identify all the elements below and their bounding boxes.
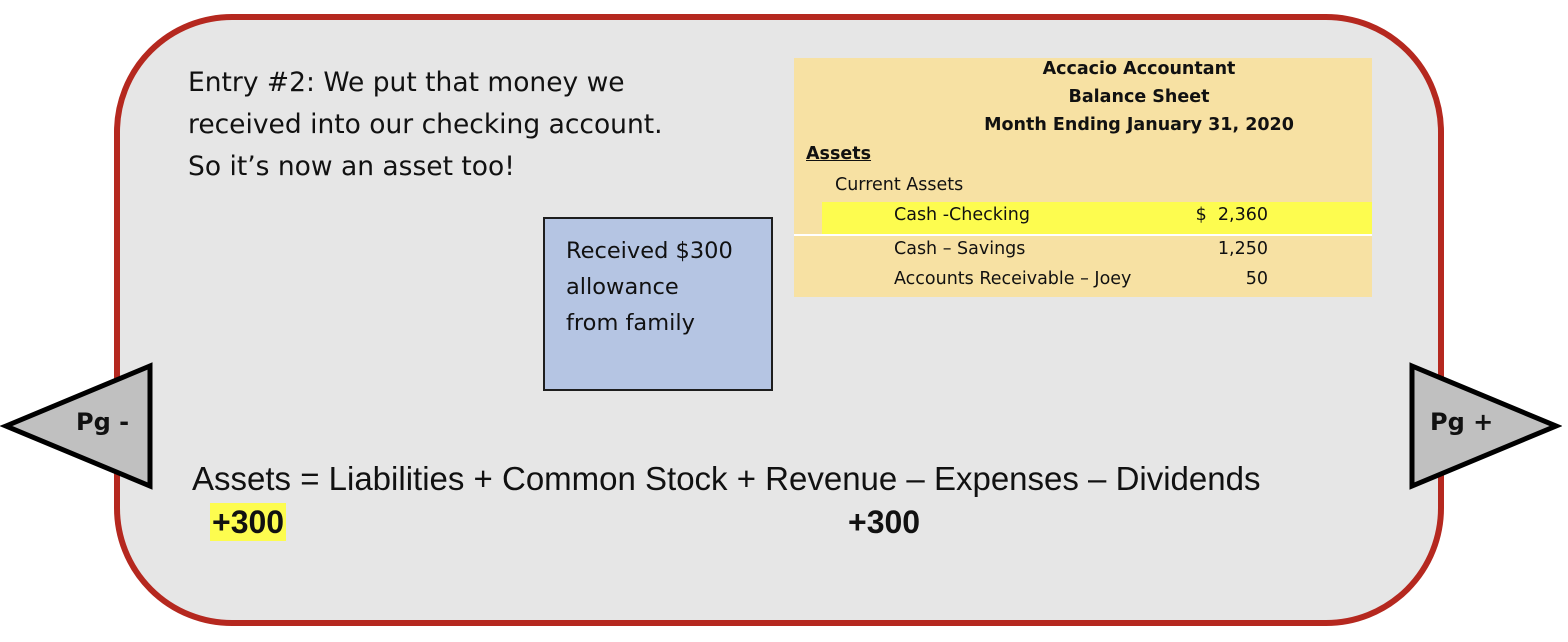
intro-line: received into our checking account.	[188, 109, 663, 140]
assets-change: +300	[210, 503, 287, 541]
row-label: Cash -Checking	[894, 205, 1030, 225]
intro-line: Entry #2: We put that money we	[188, 67, 625, 98]
row-label: Cash – Savings	[894, 239, 1026, 259]
note-line: Received $300	[566, 238, 733, 264]
row-highlight	[822, 202, 1372, 234]
sheet-title: Balance Sheet	[1068, 87, 1210, 107]
prev-page-label: Pg -	[76, 408, 130, 436]
prev-page-button[interactable]: Pg -	[0, 362, 156, 490]
current-assets-heading: Current Assets	[835, 175, 964, 195]
next-page-button[interactable]: Pg +	[1406, 362, 1562, 490]
next-page-label: Pg +	[1430, 408, 1494, 436]
row-value: $ 2,360	[1195, 205, 1268, 225]
revenue-change: +300	[848, 504, 921, 540]
transaction-note: Received $300 allowance from family	[543, 217, 773, 391]
sheet-row-cash-savings: Cash – Savings 1,250	[794, 239, 1372, 265]
sheet-period: Month Ending January 31, 2020	[984, 115, 1294, 135]
note-line: allowance	[566, 274, 679, 300]
row-divider	[794, 234, 1372, 236]
balance-sheet: Accacio Accountant Balance Sheet Month E…	[794, 58, 1372, 297]
intro-line: So it’s now an asset too!	[188, 151, 515, 182]
sheet-row-accounts-receivable: Accounts Receivable – Joey 50	[794, 269, 1372, 295]
note-line: from family	[566, 310, 695, 336]
company-name: Accacio Accountant	[1042, 59, 1236, 79]
assets-heading: Assets	[806, 144, 872, 164]
row-value: 1,250	[1217, 239, 1268, 259]
accounting-equation: Assets = Liabilities + Common Stock + Re…	[192, 460, 1261, 497]
entry-description: Entry #2: We put that money we received …	[188, 62, 768, 188]
row-label: Accounts Receivable – Joey	[894, 269, 1132, 289]
left-arrow-icon	[0, 362, 153, 490]
sheet-row-cash-checking: Cash -Checking $ 2,360	[794, 205, 1372, 231]
right-arrow-icon	[1409, 362, 1562, 490]
row-value: 50	[1245, 269, 1268, 289]
